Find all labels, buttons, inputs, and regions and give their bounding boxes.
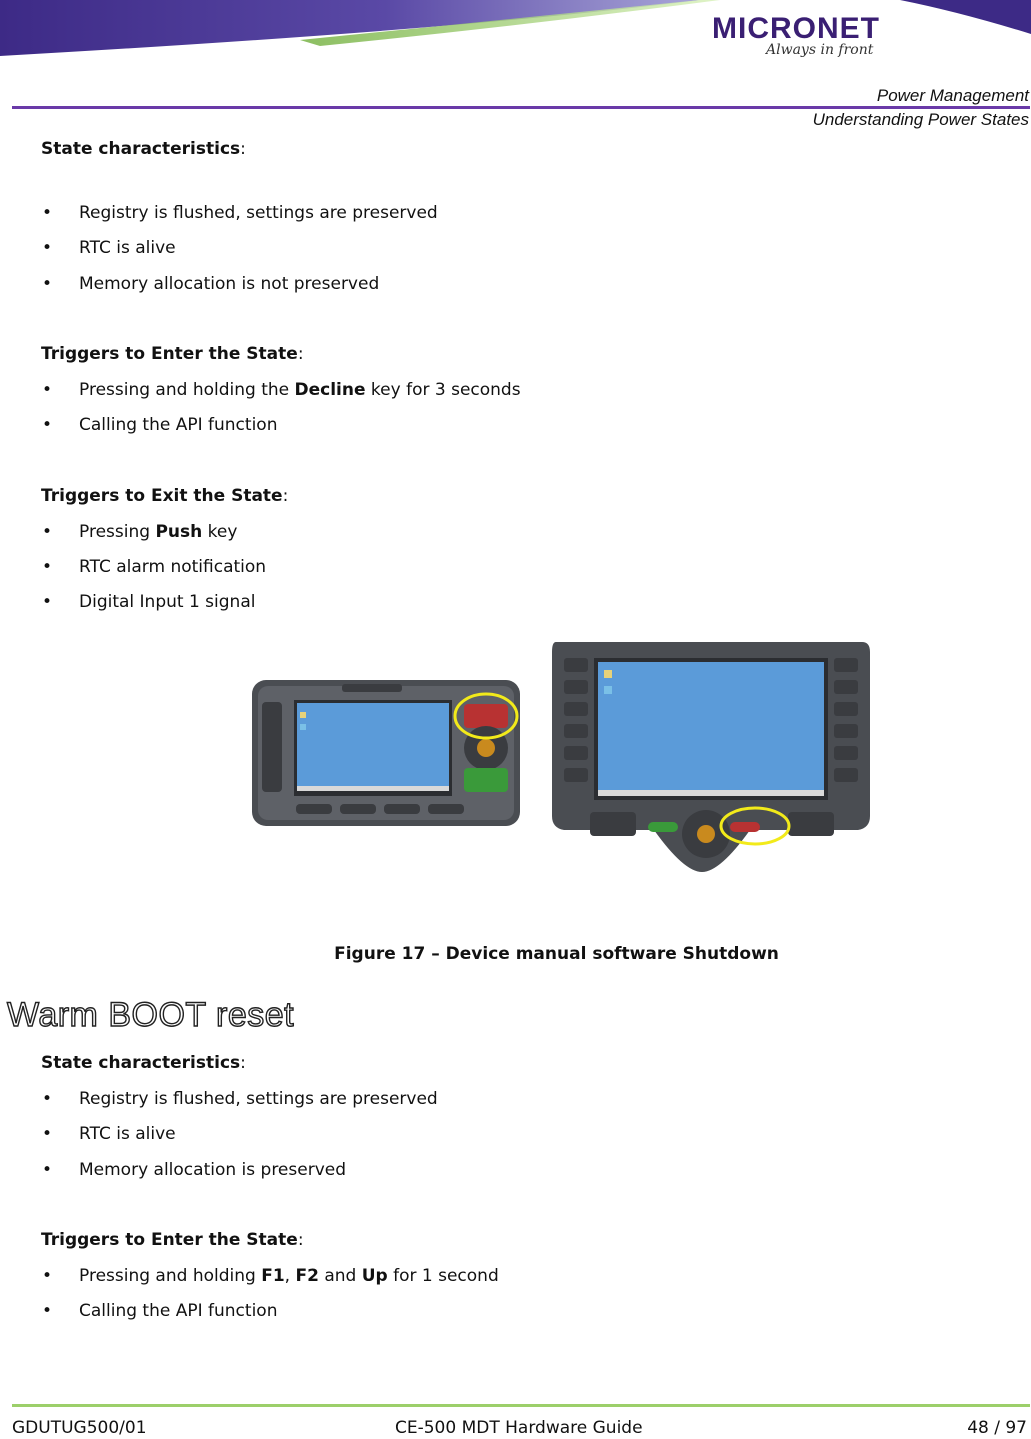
micronet-logo: MICRONET Always in front (712, 12, 912, 58)
warm-characteristics-label: State characteristics: (41, 1053, 246, 1073)
logo-tagline: Always in front (766, 42, 874, 58)
device-figure (252, 642, 870, 872)
header-title: Power Management (876, 86, 1029, 105)
section-heading: Warm BOOT reset (6, 995, 295, 1034)
warm-enter-label: Triggers to Enter the State: (41, 1230, 304, 1250)
footer-doc-id: GDUTUG500/01 (12, 1418, 147, 1438)
footer-rule (12, 1404, 1030, 1407)
header-subtitle: Understanding Power States (812, 110, 1029, 129)
large-device (552, 642, 870, 872)
figure-caption: Figure 17 – Device manual software Shutd… (334, 944, 779, 964)
header-rule (12, 106, 1030, 109)
footer-doc-title: CE-500 MDT Hardware Guide (395, 1418, 643, 1438)
footer-page-number: 48 / 97 (967, 1418, 1027, 1438)
shutdown-enter-label: Triggers to Enter the State: (41, 344, 304, 364)
logo-wordmark: MICRONET (712, 12, 880, 45)
shutdown-exit-label: Triggers to Exit the State: (41, 486, 289, 506)
shutdown-characteristics-label: State characteristics: (41, 139, 246, 159)
header-banner (0, 0, 1031, 56)
small-device (252, 680, 520, 826)
